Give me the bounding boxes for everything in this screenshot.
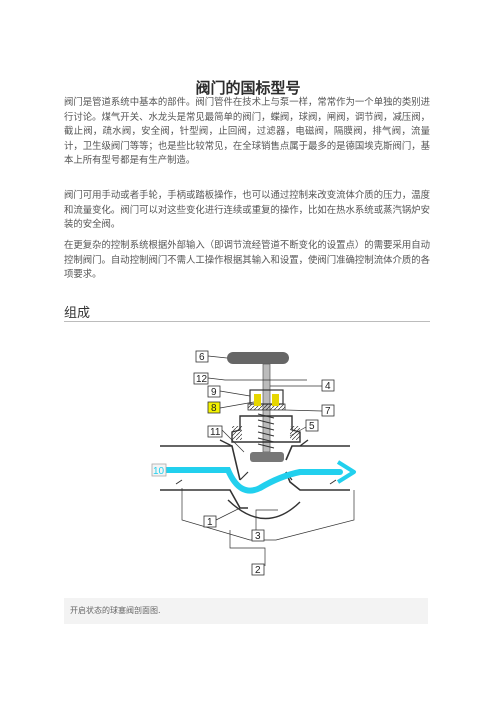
label-12: 12 (196, 374, 208, 385)
page-title: 阀门的国标型号 (195, 79, 301, 97)
label-10: 10 (153, 466, 165, 477)
label-9: 9 (211, 387, 217, 398)
section-divider (64, 321, 430, 322)
label-11: 11 (210, 427, 221, 438)
valve-plug (250, 452, 284, 462)
label-5: 5 (309, 421, 315, 432)
label-2: 2 (255, 565, 261, 576)
label-7: 7 (325, 406, 331, 417)
automation-paragraph: 在更复杂的控制系统根据外部输入（即调节流经管道不断变化的设置点）的需要采用自动控… (64, 240, 430, 281)
handwheel (227, 352, 289, 364)
label-6: 6 (199, 352, 205, 363)
stem-threads (257, 413, 275, 449)
label-4: 4 (325, 381, 331, 392)
label-8: 8 (211, 403, 217, 414)
label-1: 1 (207, 517, 213, 528)
packing (254, 394, 261, 406)
flow-arrow (157, 467, 343, 494)
intro-paragraph: 阀门是管道系统中基本的部件。阀门管件在技术上与泵一样，常常作为一个单独的类别进行… (64, 97, 430, 167)
figure-caption: 开启状态的球塞阀剖面图. (64, 598, 428, 624)
valve-cross-section-diagram: 6 12 4 9 8 7 11 5 10 1 3 2 (151, 350, 356, 576)
label-3: 3 (255, 531, 261, 542)
operation-paragraph: 阀门可用手动或者手轮，手柄或踏板操作，也可以通过控制来改变流体介质的压力，温度和… (64, 190, 430, 231)
section-heading: 组成 (64, 306, 91, 321)
